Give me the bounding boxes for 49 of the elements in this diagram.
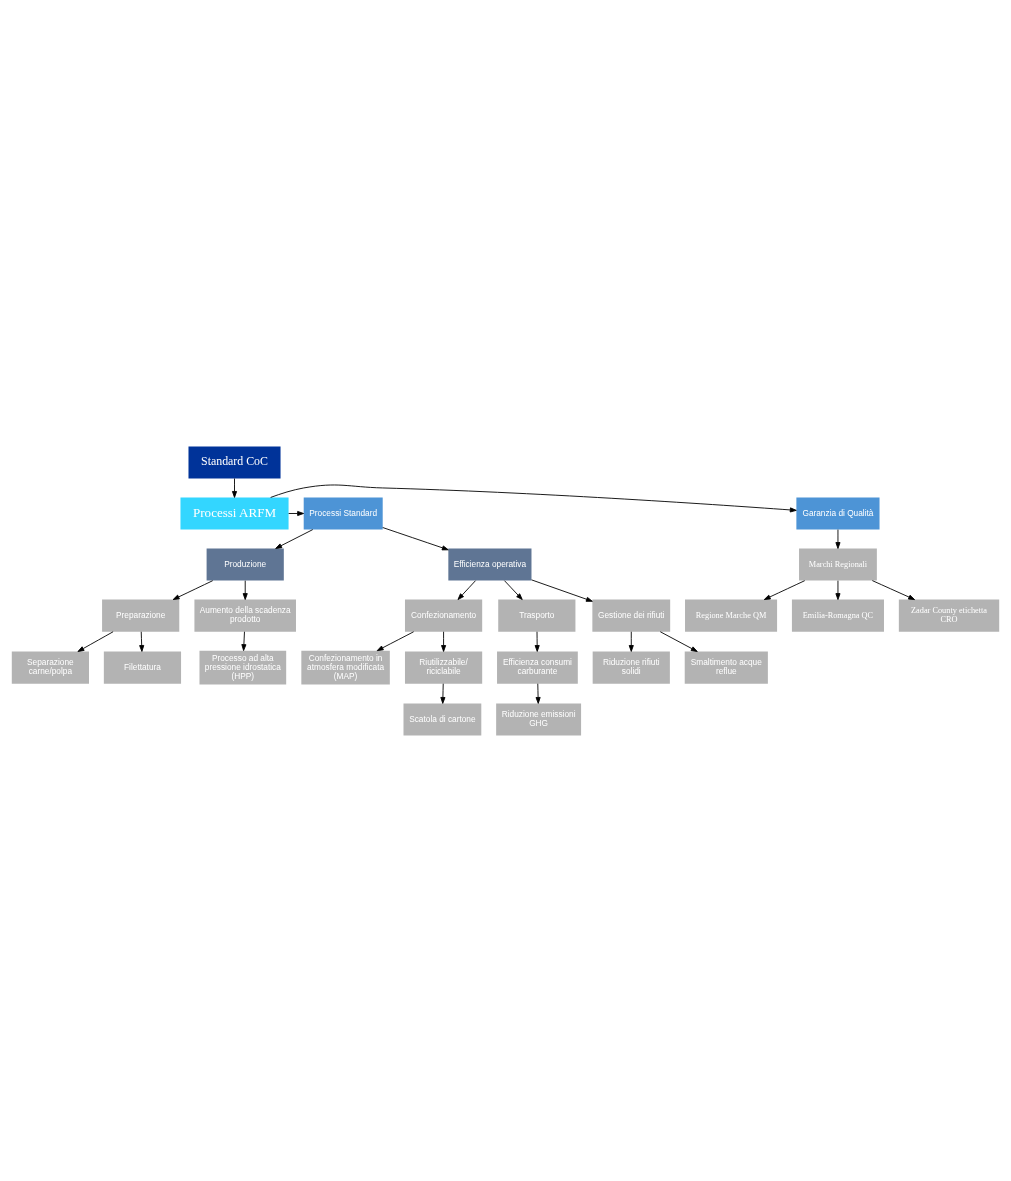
arrow: [457, 579, 476, 600]
arrow: [77, 630, 114, 652]
arrow: [275, 528, 314, 549]
arrow: [382, 526, 449, 550]
node-box: Preparazione: [102, 599, 180, 632]
node-box: Regione Marche QM: [685, 599, 778, 632]
node-box: Efficienza consumi carburante: [497, 651, 578, 684]
node-box: Garanzia di Qualità: [796, 496, 880, 530]
arrow: [535, 682, 541, 704]
arrow: [441, 630, 447, 652]
node-box: Processo ad alta pressione idrostatica (HPP): [199, 650, 287, 685]
arrow: [376, 630, 415, 651]
arrow: [534, 630, 540, 652]
node-box: Riutilizzabile/ riciclabile: [405, 651, 483, 684]
arrow: [232, 477, 238, 498]
arrow: [241, 630, 247, 651]
node-box: Produzione: [206, 548, 284, 581]
arrow: [763, 579, 806, 600]
arrow: [835, 528, 841, 549]
node-box: Confezionamento: [405, 599, 483, 632]
arrow: [172, 579, 214, 600]
node-box: Efficienza operativa: [448, 548, 532, 581]
arrow: [270, 484, 797, 512]
node-box: Trasporto: [498, 599, 576, 632]
arrow: [440, 682, 446, 704]
node-box: Processi Standard: [303, 496, 383, 530]
node-box: Processi ARFM: [180, 496, 289, 530]
node-box: Emilia-Romagna QC: [791, 599, 884, 632]
node-box: Smaltimento acque reflue: [684, 651, 768, 684]
arrow: [139, 630, 145, 652]
arrow: [628, 630, 634, 652]
node-box: Aumento della scadenza prodotto: [194, 599, 296, 632]
node-box: Filettatura: [103, 651, 182, 684]
node-box: Zadar County etichetta CRO: [898, 599, 1000, 632]
node-box: Scatola di cartone: [403, 703, 482, 736]
node-box: Confezionamento in atmosfera modificata (MAP): [301, 650, 390, 685]
node-box: Gestione dei rifiuti: [592, 599, 671, 632]
arrow: [288, 510, 304, 516]
arrow: [242, 579, 248, 600]
arrow: [659, 630, 698, 652]
node-box: Marchi Regionali: [799, 548, 877, 581]
node-box: Standard CoC: [188, 445, 281, 478]
arrow: [835, 579, 841, 600]
arrow: [504, 579, 523, 600]
arrow: [871, 579, 916, 600]
node-box: Riduzione emissioni GHG: [496, 703, 582, 736]
node-box: Riduzione rifiuti solidi: [592, 651, 670, 684]
node-box: Separazione carne/polpa: [11, 651, 89, 684]
arrow: [531, 578, 593, 602]
